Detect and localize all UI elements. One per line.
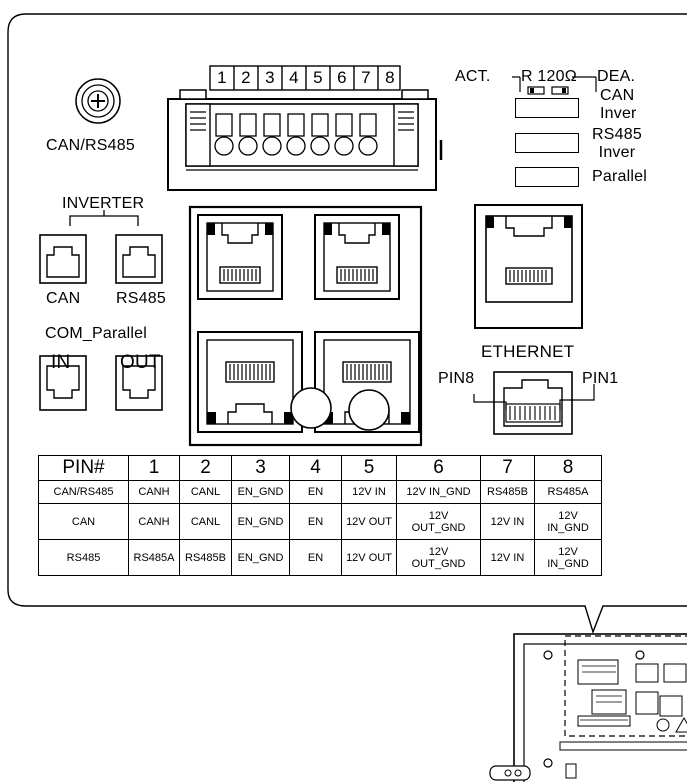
ethernet-pin8-label: PIN8 xyxy=(438,370,475,387)
table-cell: RS485B xyxy=(480,480,535,504)
can-inver-label-line2: Inver xyxy=(600,105,637,122)
table-cell: 12V IN_GND xyxy=(534,503,602,540)
table-header-cell: 3 xyxy=(231,455,290,481)
terminal-pin-3: 3 xyxy=(265,68,275,87)
inverter-title: INVERTER xyxy=(62,195,145,212)
table-cell: EN xyxy=(289,539,342,576)
can-inver-label-line1: CAN xyxy=(600,87,635,104)
table-cell: 12V OUT xyxy=(341,539,397,576)
table-cell: 12V IN_GND xyxy=(534,539,602,576)
table-cell: 12V OUT xyxy=(341,503,397,540)
com-parallel-in-label: IN xyxy=(51,352,71,373)
rs485-inver-switch[interactable] xyxy=(515,133,579,153)
can-inver-label: CAN Inver xyxy=(600,87,637,123)
inverter-can-port-label: CAN xyxy=(46,290,81,307)
terminal-pin-5: 5 xyxy=(313,68,323,87)
rs485-inver-label-line2: Inver xyxy=(598,144,636,161)
table-cell: CANH xyxy=(128,503,180,540)
table-header-cell: 7 xyxy=(480,455,535,481)
parallel-label: Parallel xyxy=(592,168,647,185)
terminal-pin-numbers: 1 2 3 4 5 6 7 8 xyxy=(210,68,402,90)
table-row: RS485 RS485A RS485B EN_GND EN 12V OUT 12… xyxy=(38,539,602,576)
table-cell: EN_GND xyxy=(231,539,290,576)
table-cell: 12V OUT_GND xyxy=(396,539,481,576)
table-header-cell: 4 xyxy=(289,455,342,481)
ethernet-title: ETHERNET xyxy=(481,342,575,361)
table-header-cell: 5 xyxy=(341,455,397,481)
terminal-pin-1: 1 xyxy=(217,68,227,87)
can-inver-switch[interactable] xyxy=(515,98,579,118)
table-cell: CAN/RS485 xyxy=(38,480,129,504)
table-header-cell: 6 xyxy=(396,455,481,481)
rs485-inver-label-line1: RS485 xyxy=(592,126,642,143)
parallel-switch[interactable] xyxy=(515,167,579,187)
table-cell: EN_GND xyxy=(231,480,290,504)
table-row: CAN CANH CANL EN_GND EN 12V OUT 12V OUT_… xyxy=(38,503,602,540)
table-cell: 12V IN_GND xyxy=(396,480,481,504)
table-header-cell: 2 xyxy=(179,455,232,481)
table-header-cell: 8 xyxy=(534,455,602,481)
terminal-pin-8: 8 xyxy=(385,68,395,87)
terminal-pin-7: 7 xyxy=(361,68,371,87)
inverter-rs485-port-label: RS485 xyxy=(116,290,166,307)
act-label: ACT. xyxy=(455,68,491,85)
com-parallel-out-label: OUT xyxy=(120,352,161,373)
table-cell: EN xyxy=(289,503,342,540)
table-cell: RS485B xyxy=(179,539,232,576)
table-header-row: PIN# 1 2 3 4 5 6 7 8 xyxy=(38,455,602,481)
table-cell: RS485 xyxy=(38,539,129,576)
table-header-cell: PIN# xyxy=(38,455,129,481)
dea-label: DEA. xyxy=(597,68,636,85)
table-cell: 12V IN xyxy=(480,503,535,540)
r120-label: R 120Ω xyxy=(521,68,577,85)
can-rs485-port-label: CAN/RS485 xyxy=(46,137,135,154)
table-row: CAN/RS485 CANH CANL EN_GND EN 12V IN 12V… xyxy=(38,480,602,504)
table-cell: EN xyxy=(289,480,342,504)
table-cell: CANL xyxy=(179,503,232,540)
table-header-cell: 1 xyxy=(128,455,180,481)
table-cell: RS485A xyxy=(128,539,180,576)
rs485-inver-label: RS485 Inver xyxy=(592,126,642,162)
terminal-pin-2: 2 xyxy=(241,68,251,87)
table-cell: EN_GND xyxy=(231,503,290,540)
com-parallel-title: COM_Parallel xyxy=(45,325,147,342)
table-cell: CANL xyxy=(179,480,232,504)
table-cell: RS485A xyxy=(534,480,602,504)
table-cell: 12V IN xyxy=(480,539,535,576)
ethernet-pin1-label: PIN1 xyxy=(582,370,619,387)
table-cell: CANH xyxy=(128,480,180,504)
table-cell: 12V OUT_GND xyxy=(396,503,481,540)
table-cell: 12V IN xyxy=(341,480,397,504)
pin-definition-table: PIN# 1 2 3 4 5 6 7 8 CAN/RS485 CANH CANL… xyxy=(38,455,602,576)
terminal-pin-4: 4 xyxy=(289,68,299,87)
table-cell: CAN xyxy=(38,503,129,540)
terminal-pin-6: 6 xyxy=(337,68,347,87)
